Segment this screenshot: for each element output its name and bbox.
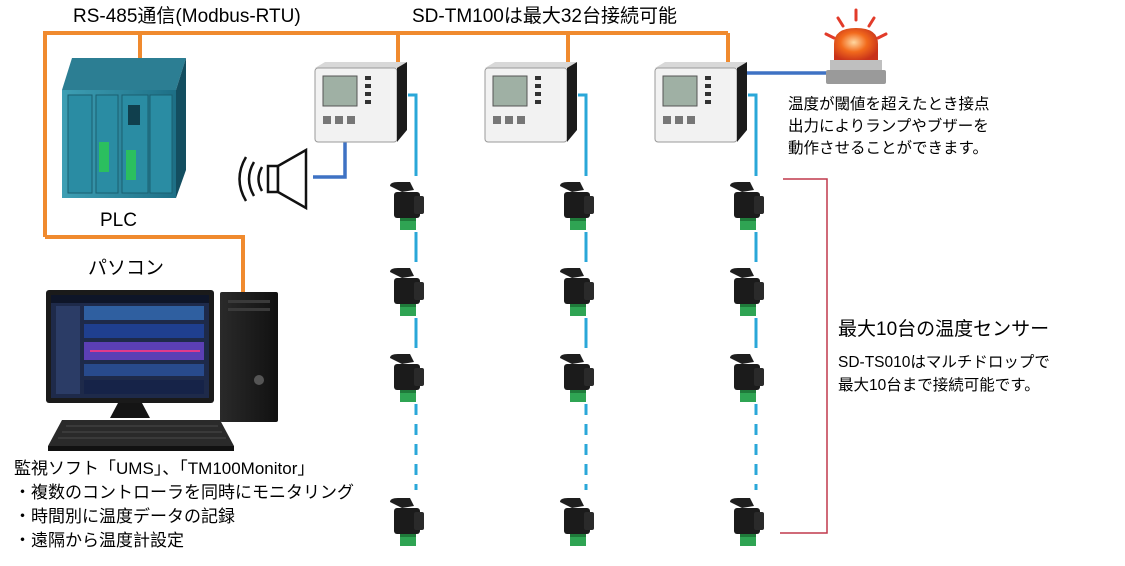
- alarm-description: 温度が閾値を超えたとき接点 出力によりランプやブザーを 動作させることができます…: [788, 95, 990, 157]
- sensor-line: SD-TS010はマルチドロップで: [838, 353, 1050, 371]
- software-title: 監視ソフト「UMS」、「TM100Monitor」: [14, 459, 314, 478]
- sensor-icon: [560, 268, 594, 316]
- sensor-icon: [730, 498, 764, 546]
- plc-label: PLC: [100, 210, 137, 231]
- bus-capacity-label: SD-TM100は最大32台接続可能: [412, 5, 677, 27]
- sensor-line: 最大10台まで接続可能です。: [838, 376, 1040, 394]
- sensor-icon: [390, 268, 424, 316]
- pc-tower-icon: [220, 292, 278, 422]
- monitor-icon: [46, 290, 214, 418]
- sensor-icon: [390, 498, 424, 546]
- sensor-range-bracket: [780, 178, 828, 534]
- sensor-chain-cable: [408, 93, 418, 490]
- sensor-icon: [390, 354, 424, 402]
- controller-icon: [314, 62, 407, 143]
- relay-output-lines: [313, 71, 832, 179]
- sensor-icon: [730, 182, 764, 230]
- sensor-icon: [730, 268, 764, 316]
- alarm-line: 出力によりランプやブザーを: [788, 116, 989, 135]
- rs485-bus: [43, 31, 730, 292]
- sensor-chain-cable: [578, 93, 588, 490]
- sensor-chain-cable: [748, 93, 758, 490]
- sensor-chains: [390, 93, 764, 546]
- keyboard-icon: [48, 420, 234, 451]
- software-line: ・複数のコントローラを同時にモニタリング: [14, 483, 354, 502]
- alarm-line: 動作させることができます。: [788, 139, 988, 157]
- sensor-icon: [560, 498, 594, 546]
- sensor-icon: [560, 182, 594, 230]
- warning-light-icon: [824, 8, 888, 84]
- pc-label: パソコン: [88, 258, 164, 279]
- speaker-icon: [238, 147, 308, 211]
- controller-icon: [654, 62, 747, 143]
- sensor-heading: 最大10台の温度センサー: [838, 318, 1049, 340]
- software-line: ・遠隔から温度計設定: [14, 531, 184, 550]
- sensor-description: SD-TS010はマルチドロップで 最大10台まで接続可能です。: [838, 353, 1050, 394]
- bus-protocol-label: RS-485通信(Modbus-RTU): [73, 5, 301, 27]
- controller-icon: [484, 62, 577, 143]
- alarm-line: 温度が閾値を超えたとき接点: [788, 95, 990, 113]
- software-line: ・時間別に温度データの記録: [14, 506, 235, 526]
- software-description: 監視ソフト「UMS」、「TM100Monitor」 ・複数のコントローラを同時に…: [14, 459, 354, 550]
- sensor-icon: [560, 354, 594, 402]
- sensor-icon: [730, 354, 764, 402]
- plc-icon: [62, 58, 186, 198]
- sensor-icon: [390, 182, 424, 230]
